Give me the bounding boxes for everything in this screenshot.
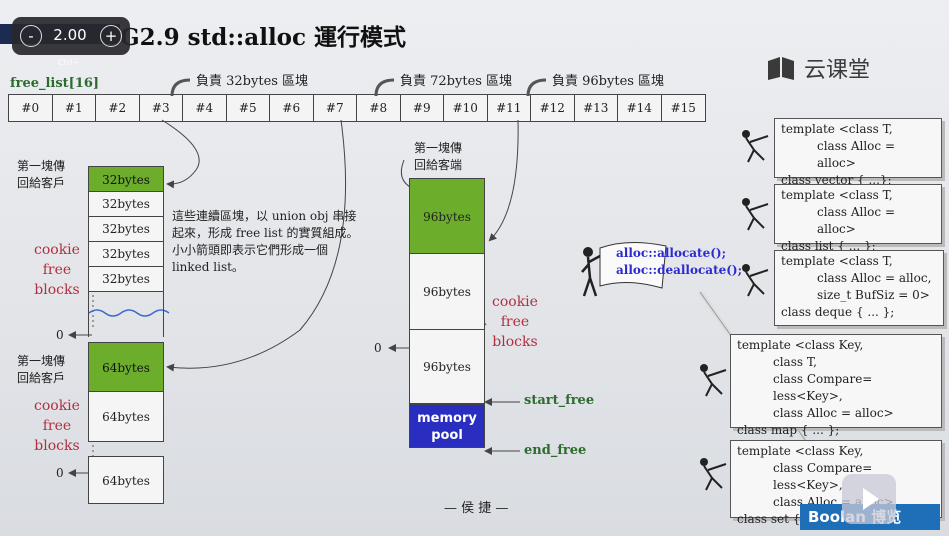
code-line: class Compare= less<Key>,	[773, 461, 873, 492]
allocate-call: alloc::allocate();	[616, 246, 727, 260]
free-list-cell: #15	[670, 101, 696, 115]
free-list-cell: #2	[96, 95, 140, 121]
code-line: class map { ... };	[737, 423, 840, 437]
speed-hint: Ctrl+	[58, 58, 79, 67]
block-32-3: 32bytes	[88, 242, 164, 267]
first-block-label-2: 第一塊傳 回給客戶	[17, 354, 66, 385]
code-box-deque: template <class T, class Alloc = alloc, …	[774, 250, 944, 326]
stick-figure-icon	[742, 264, 769, 297]
slide-title: G2.9 std::alloc 運行模式	[120, 24, 407, 51]
speed-value: 2.00	[53, 26, 87, 44]
play-icon	[863, 488, 879, 510]
code-box-list: template <class T, class Alloc = alloc> …	[774, 184, 942, 253]
code-line: class Alloc = alloc>	[817, 205, 895, 236]
play-button[interactable]	[842, 474, 896, 524]
code-line: size_t BufSiz = 0>	[817, 288, 930, 302]
block-64-2: 64bytes	[88, 456, 164, 504]
zero-1: 0	[56, 328, 64, 342]
free-list-cell: #5	[227, 95, 270, 121]
code-box-vector: template <class T, class Alloc = alloc> …	[774, 118, 942, 187]
playback-speed-control: - 2.00 +	[12, 17, 130, 55]
block-32-1: 32bytes	[88, 192, 164, 217]
start-free-label: start_free	[524, 393, 595, 408]
stick-figure-icon	[700, 458, 727, 491]
free-list-cell: #13	[575, 95, 618, 121]
block-32-2: 32bytes	[88, 217, 164, 242]
stick-figure-icon	[742, 198, 769, 231]
free-list-cell: #12	[531, 95, 575, 121]
first-block-label-mid: 第一塊傳 回給客端	[414, 141, 463, 172]
block-96-0: 96bytes	[409, 178, 485, 254]
code-line: template <class Key,	[737, 444, 864, 458]
free-list-cell: #1	[53, 95, 96, 121]
code-line: class T,	[773, 355, 817, 369]
free-list-cell: #9	[401, 95, 444, 121]
code-line: class Alloc = alloc,	[817, 271, 932, 285]
stick-figure-icon	[700, 364, 727, 397]
code-line: class vector { ...};	[781, 173, 892, 187]
zero-3: 0	[374, 341, 382, 355]
free-list-cell: #3	[140, 95, 183, 121]
free-list-cell: #7	[314, 95, 357, 121]
block-32-tail	[88, 292, 164, 337]
code-line: class Alloc = alloc>	[817, 139, 895, 170]
linked-list-note: 這些連續區塊，以 union obj 串接起來，形成 free list 的實質…	[172, 209, 359, 274]
cookie-free-blocks-1: cookie free blocks	[34, 242, 80, 298]
block-96-1: 96bytes	[409, 254, 485, 330]
block-32-4: 32bytes	[88, 267, 164, 292]
memory-pool: memory pool	[409, 404, 485, 448]
cookie-free-blocks-3: cookie free blocks	[492, 294, 538, 350]
resp-72: 負責 72bytes 區塊	[400, 74, 513, 89]
block-64-0: 64bytes	[88, 342, 164, 392]
slide-footer: — 侯 捷 —	[444, 501, 509, 516]
code-line: class deque { ... };	[781, 305, 895, 319]
resp-96: 負責 96bytes 區塊	[552, 74, 665, 89]
book-icon	[768, 57, 794, 80]
code-line: class Alloc = alloc>	[773, 406, 894, 420]
block-96-2: 96bytes	[409, 330, 485, 404]
code-line: class set {	[737, 512, 801, 526]
cookie-free-blocks-2: cookie free blocks	[34, 398, 80, 454]
stick-figure-icon	[742, 130, 769, 163]
free-list-cell: #4	[183, 95, 227, 121]
free-list-cell: #8	[357, 95, 401, 121]
block-64-1: 64bytes	[88, 392, 164, 442]
code-line: class list { ... };	[781, 239, 876, 253]
speed-decrease-button[interactable]: -	[20, 25, 42, 47]
code-line: template <class T,	[781, 122, 893, 136]
free-list-cell: #14	[618, 95, 662, 121]
speed-increase-button[interactable]: +	[100, 25, 122, 47]
flag-figure-icon	[581, 241, 667, 297]
zero-2: 0	[56, 466, 64, 480]
free-list-cell: #10	[444, 95, 488, 121]
code-box-map: template <class Key, class T, class Comp…	[730, 334, 942, 437]
deallocate-call: alloc::deallocate();	[616, 263, 743, 277]
resp-32: 負責 32bytes 區塊	[196, 74, 309, 89]
free-list-label: free_list[16]	[10, 76, 100, 91]
free-list-cell: #0	[9, 95, 53, 121]
end-free-label: end_free	[524, 443, 587, 458]
block-32-0: 32bytes	[88, 166, 164, 192]
code-line: template <class Key,	[737, 338, 864, 352]
code-line: template <class T,	[781, 188, 893, 202]
watermark-text: 云课堂	[804, 58, 871, 83]
code-line: template <class T,	[781, 254, 893, 268]
free-list-table: #0#1#2#3#4#5#6#7#8#9#10#11#12#13#14 #15	[8, 94, 706, 122]
free-list-cell: #6	[270, 95, 314, 121]
first-block-label-1: 第一塊傳 回給客戶	[17, 159, 66, 190]
alloc-calls: alloc::allocate(); alloc::deallocate();	[616, 245, 742, 279]
code-line: class Compare= less<Key>,	[773, 372, 873, 403]
free-list-cell: #11	[488, 95, 531, 121]
watermark: 云课堂	[766, 52, 870, 84]
